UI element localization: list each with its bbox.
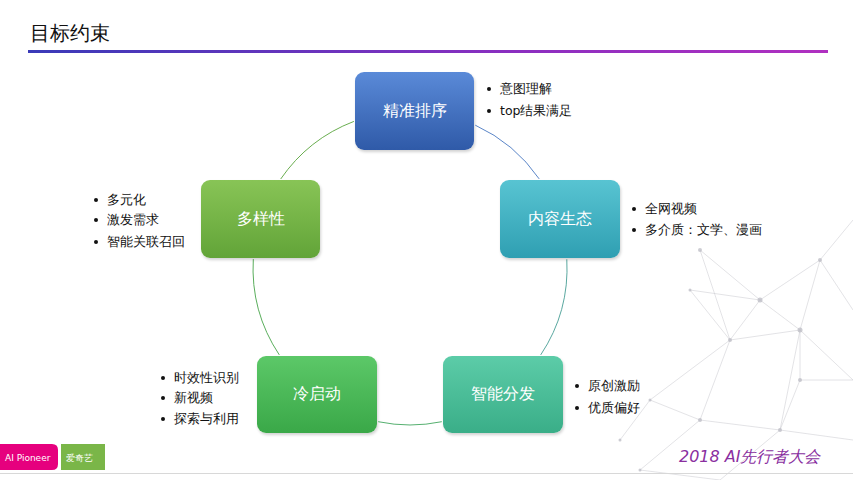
bullet-dot — [487, 87, 491, 91]
bullet-item: 意图理解 — [500, 81, 552, 97]
network-dots — [619, 248, 823, 472]
ring-connector — [475, 125, 539, 179]
bullet-item: 智能关联召回 — [107, 234, 185, 250]
bullet-dot — [94, 240, 98, 244]
bullet-item: 激发需求 — [107, 212, 159, 228]
footer-text: 2018 AI先行者大会 — [679, 449, 820, 465]
goal-name: 冷启动 — [293, 384, 341, 405]
goal-box: 智能分发 — [443, 356, 563, 433]
bullet-item: 时效性识别 — [174, 370, 239, 386]
iqiyi-logo-box — [61, 444, 105, 470]
bullet-item: 多介质：文学、漫画 — [645, 222, 762, 238]
bullet-dot — [632, 228, 636, 232]
bullet-item: top结果满足 — [500, 103, 572, 119]
bullet-dot — [161, 417, 165, 421]
bullet-dot — [161, 396, 165, 400]
ring-connector — [541, 259, 567, 355]
bullet-item: 原创激励 — [588, 378, 640, 394]
bullet-item: 全网视频 — [645, 201, 697, 217]
goal-name: 内容生态 — [528, 209, 592, 230]
slide-title: 目标约束 — [30, 20, 110, 47]
bullet-item: 优质偏好 — [588, 400, 640, 416]
bullet-item: 探索与利用 — [174, 411, 239, 427]
bullet-dot — [487, 109, 491, 113]
bullet-dot — [632, 207, 636, 211]
bullet-item: 多元化 — [107, 192, 146, 208]
ring-connector — [378, 422, 442, 425]
ring-connector — [281, 121, 354, 179]
title-rule — [28, 50, 828, 53]
goal-box: 内容生态 — [500, 180, 620, 258]
bullet-dot — [161, 376, 165, 380]
goal-box: 多样性 — [201, 180, 320, 258]
goal-name: 多样性 — [237, 209, 285, 230]
bullet-dot — [94, 218, 98, 222]
footer-rule — [0, 473, 853, 474]
goal-name: 智能分发 — [471, 384, 535, 405]
network-mesh — [620, 220, 853, 480]
bullet-dot — [94, 198, 98, 202]
goal-box: 冷启动 — [257, 356, 377, 433]
bullet-dot — [575, 406, 579, 410]
goal-box: 精准排序 — [355, 72, 474, 150]
pioneer-tab — [0, 444, 58, 470]
bullet-dot — [575, 384, 579, 388]
footer-text: AI Pioneer — [5, 450, 50, 466]
bullet-item: 新视频 — [174, 390, 213, 406]
goal-name: 精准排序 — [383, 101, 447, 122]
ring-connector — [253, 259, 279, 355]
footer-text: 爱奇艺 — [66, 450, 93, 466]
